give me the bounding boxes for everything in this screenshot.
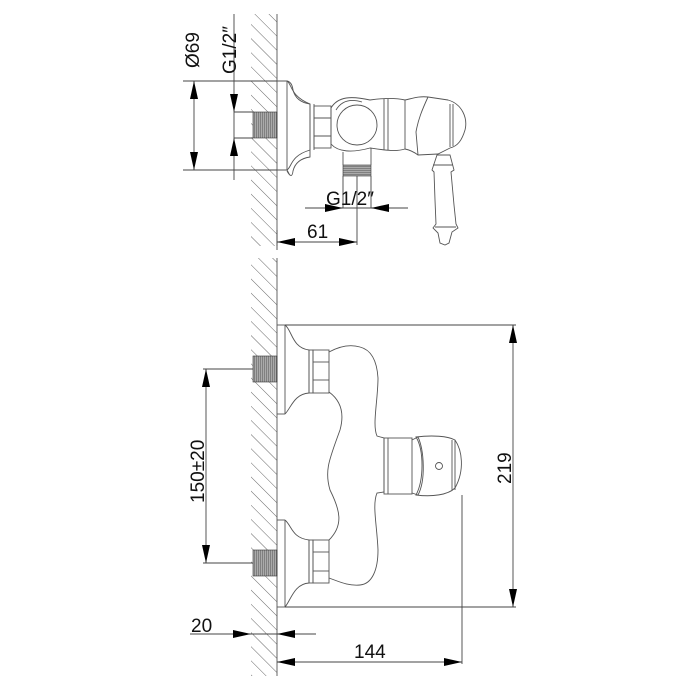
dim-outlet-thread: G1/2″ <box>326 189 374 210</box>
flange-side <box>277 80 311 176</box>
upper-connector <box>277 324 330 415</box>
mixer-body <box>327 345 385 586</box>
side-view: Ø69 G1/2″ G1/2″ 61 <box>183 14 467 250</box>
wall-hatch-bottom <box>251 258 277 676</box>
dim-projection: 144 <box>354 642 386 663</box>
inlet-thread-lower <box>252 549 278 577</box>
front-view: 150±20 219 20 144 <box>188 258 517 676</box>
lever-cap <box>404 96 467 156</box>
inlet-thread-upper <box>252 355 278 383</box>
cartridge <box>383 437 413 495</box>
outlet-ring <box>330 97 406 152</box>
lever-handle <box>431 154 459 246</box>
inlet-thread-side <box>252 111 278 139</box>
lower-connector <box>277 519 330 608</box>
dim-flange-diameter: Ø69 <box>183 32 204 68</box>
dim-inlet-thread: G1/2″ <box>220 26 241 74</box>
outlet-thread-side <box>342 164 372 177</box>
dim-total-height: 219 <box>495 452 516 484</box>
dim-inlet-spacing: 150±20 <box>188 440 209 503</box>
dim-outlet-offset: 61 <box>307 222 328 243</box>
hex-nut-side <box>313 105 332 149</box>
dim-thread-depth: 20 <box>191 616 212 637</box>
